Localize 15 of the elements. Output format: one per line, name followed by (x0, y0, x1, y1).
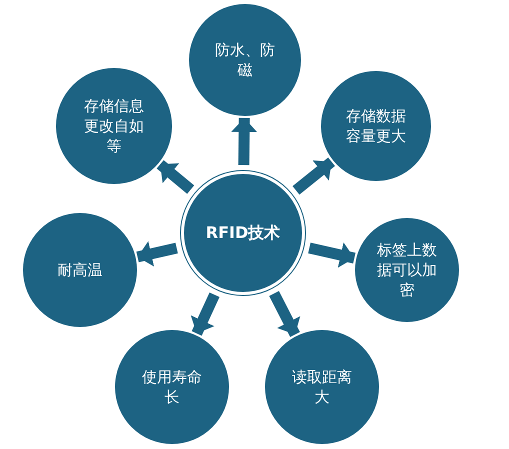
circle-label: RFID技术 (206, 223, 280, 243)
circle-label: 使用寿命长 (141, 367, 203, 407)
circle-label: 标签上数据可以加密 (376, 240, 438, 300)
circle-label: 耐高温 (58, 260, 102, 280)
circle-label: 存储信息更改自如等 (83, 96, 145, 156)
circle-label: 防水、防磁 (214, 40, 276, 80)
circle-label: 存储数据容量更大 (345, 106, 407, 146)
arrow (292, 157, 336, 195)
arrow (136, 241, 178, 267)
arrow (308, 242, 356, 268)
arrow (269, 291, 300, 338)
arrow (190, 292, 220, 336)
arrow (231, 118, 258, 166)
circle-label: 读取距离大 (291, 367, 353, 407)
arrow (156, 160, 194, 194)
